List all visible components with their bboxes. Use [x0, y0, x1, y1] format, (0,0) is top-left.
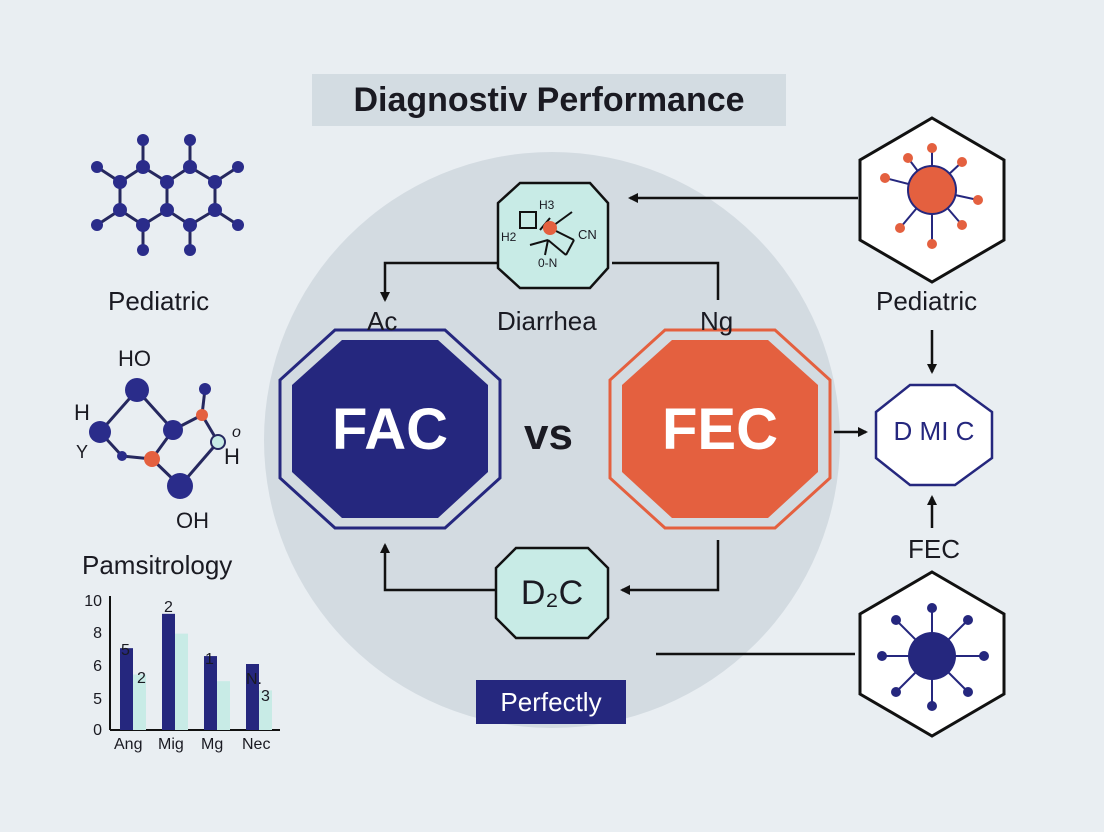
chart-bar	[120, 648, 133, 730]
dmic-label: D MI C	[893, 416, 975, 446]
data-label: 3	[261, 688, 270, 705]
fac-label: FAC	[332, 396, 448, 462]
chart-title: Pamsitrology	[82, 550, 233, 580]
atom-h-right: H	[224, 444, 240, 469]
atom-h-left: H	[74, 400, 90, 425]
atom-ho: HO	[118, 346, 151, 371]
atom-oh: OH	[176, 508, 209, 533]
arrow-to-fac	[380, 543, 496, 592]
label-ng: Ng	[700, 306, 734, 336]
y-tick-label: 5	[93, 691, 102, 708]
fec-hexagon	[622, 340, 818, 518]
atom-o: o	[232, 424, 241, 441]
atom-on: 0-N	[538, 256, 558, 270]
data-label: N.	[246, 671, 262, 688]
data-label: 2	[137, 670, 146, 687]
title-box	[312, 74, 786, 126]
fec-label: FEC	[662, 396, 778, 462]
perfectly-badge: Perfectly	[476, 680, 626, 724]
x-tick-label: Nec	[242, 736, 271, 753]
center-circle	[264, 152, 840, 728]
arrow-to-d2c	[620, 540, 720, 595]
label-diarrhea: Diarrhea	[497, 306, 597, 336]
label-ac: Ac	[367, 306, 398, 336]
structure-atom	[543, 221, 557, 235]
molecule-icon-pediatric	[96, 140, 239, 250]
label-fec-right: FEC	[908, 534, 960, 564]
atom-h3: H3	[539, 198, 555, 212]
y-tick-label: 6	[93, 658, 102, 675]
x-tick-label: Mg	[201, 736, 224, 753]
x-tick-label: Mig	[158, 736, 184, 753]
atom-h2: H2	[501, 230, 517, 244]
vs-label: vs	[524, 410, 573, 459]
fec-hexagon-outline	[608, 328, 832, 530]
arrow-to-ac	[380, 261, 498, 302]
label-pediatric-right: Pediatric	[876, 286, 978, 316]
d2c-hexagon	[494, 546, 610, 640]
dmic-node	[874, 383, 994, 487]
molecule-icon-2	[98, 388, 220, 488]
d2c-label: D₂C	[520, 573, 584, 612]
chart-bar	[133, 674, 146, 730]
chart-bar	[259, 690, 272, 730]
chart-bar	[217, 681, 230, 730]
data-label: 1	[205, 651, 214, 668]
chart-bar	[204, 656, 217, 730]
chart-bar	[246, 664, 259, 730]
navy-node-icon	[908, 632, 956, 680]
atom-cn: CN	[578, 227, 597, 242]
y-tick-label: 10	[84, 593, 102, 610]
chart-bars	[120, 613, 272, 730]
navy-node-tips	[877, 603, 989, 711]
molecule-atoms-2	[89, 378, 226, 499]
line-to-ng	[612, 261, 720, 300]
x-tick-label: Ang	[114, 736, 143, 753]
top-hexagon	[496, 181, 610, 290]
chart-bar	[162, 613, 175, 730]
fac-hexagon	[292, 340, 488, 518]
page-title: Diagnostiv Performance	[353, 80, 745, 119]
orange-node-tips	[880, 143, 983, 249]
y-tick-label: 8	[93, 625, 102, 642]
label-pediatric-left: Pediatric	[108, 286, 210, 316]
data-label: 2	[164, 599, 173, 616]
data-label: 5	[121, 642, 130, 659]
fac-hexagon-outline	[278, 328, 502, 530]
orange-node-icon	[907, 165, 957, 215]
atom-y: Y	[76, 442, 89, 462]
chart-bar	[175, 633, 188, 730]
y-tick-label: 0	[93, 722, 102, 739]
molecule-atoms-pediatric	[91, 134, 244, 256]
